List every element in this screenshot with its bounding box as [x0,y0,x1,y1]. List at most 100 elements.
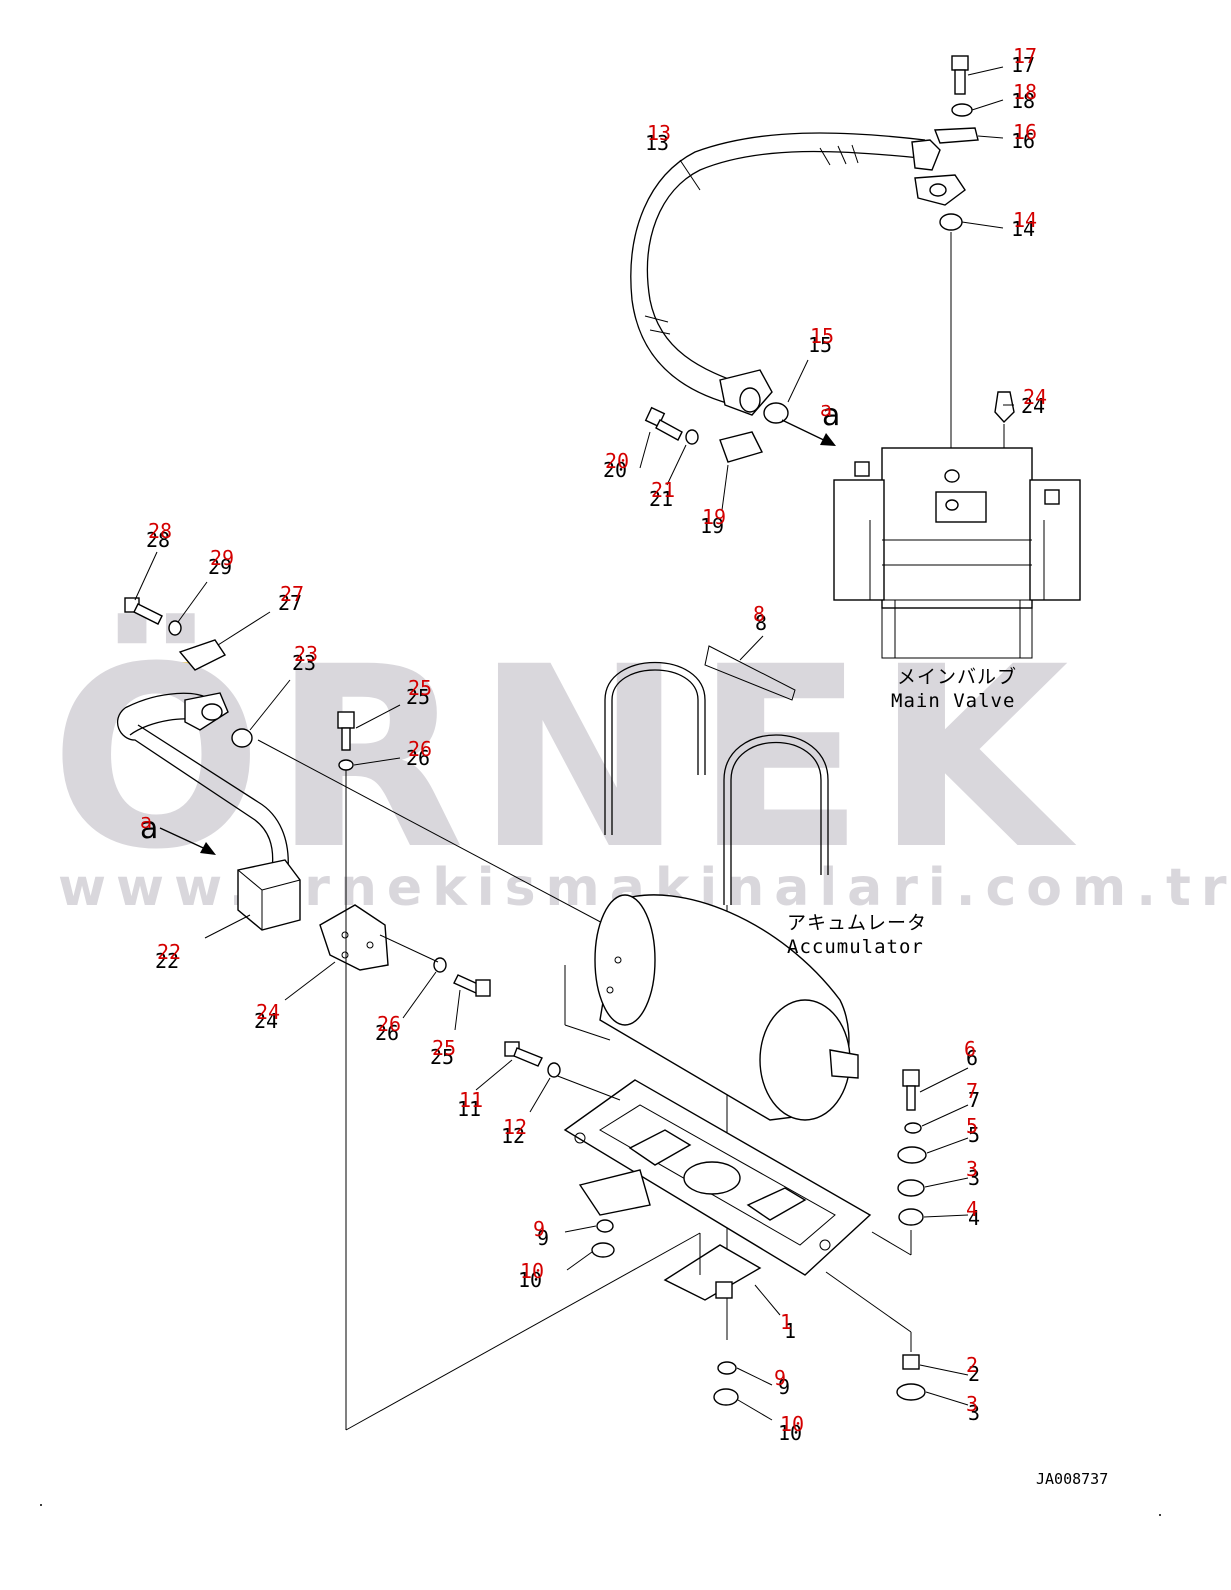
callout-22-overlay: 22 [157,940,181,964]
callout-10-bottom-overlay: 10 [780,1412,804,1436]
callout-19-overlay: 19 [702,505,726,529]
corner-mark-right [1159,1514,1161,1516]
bolt-17 [951,55,969,71]
callout-9-bottom-overlay: 9 [774,1366,786,1390]
nut-10-left [591,1242,615,1258]
callout-3-upper: 3 [968,1166,980,1190]
callout-13-overlay: 13 [647,121,671,145]
plug-24-upper [994,391,1015,424]
callout-9-left-overlay: 9 [533,1217,545,1241]
washer-3-lower [896,1383,926,1401]
callout-5: 5 [968,1123,980,1147]
base-bracket-1 [554,965,872,1301]
callout-26-upper: 26 [406,746,430,770]
callout-24-lower: 24 [254,1009,278,1033]
washer-26-upper [338,759,354,771]
callout-12: 12 [501,1124,525,1148]
callout-14-overlay: 14 [1013,208,1037,232]
callout-8-overlay: 8 [753,602,765,626]
callout-26-lower-overlay: 26 [377,1012,401,1036]
nut-4 [898,1208,924,1226]
accumulator: アキュムレータ Accumulator [594,894,927,1121]
callout-3-lower-overlay: 3 [966,1392,978,1416]
callout-7-overlay: 7 [966,1079,978,1103]
watermark-brand: ÖRNEK [50,613,1079,904]
collar-2 [902,1354,920,1370]
callout-27-overlay: 27 [280,582,304,606]
callout-7: 7 [968,1088,980,1112]
callout-4-overlay: 4 [966,1197,978,1221]
callout-28-overlay: 28 [148,519,172,543]
callout-23: 23 [292,651,316,675]
callout-11-overlay: 11 [459,1088,483,1112]
bolt-25-upper [337,711,355,729]
watermark-accent-right [158,662,190,676]
callout-25-lower: 25 [430,1045,454,1069]
callout-28: 28 [146,528,170,552]
callout-24-upper: 24 [1021,394,1045,418]
callout-16-overlay: 16 [1013,120,1037,144]
washer-26-lower [433,957,447,973]
o-ring-23 [231,728,253,748]
callout-26-upper-overlay: 26 [408,737,432,761]
caption-main-valve-jp: メインバルブ [897,665,1017,688]
clamp-19 [719,431,764,463]
callout-18-overlay: 18 [1013,80,1037,104]
callout-10-left-overlay: 10 [520,1259,544,1283]
washer-21 [685,429,699,445]
leader-lines [134,66,1014,1421]
caption-main-valve-en: Main Valve [891,690,1015,712]
callout-3-lower: 3 [968,1401,980,1425]
document-id: JA008737 [1036,1470,1108,1488]
callout-13: 13 [645,131,669,155]
callout-24-upper-overlay: 24 [1023,385,1047,409]
callout-1-overlay: 1 [780,1310,792,1334]
callout-10-bottom: 10 [778,1421,802,1445]
corner-mark-left [40,1504,42,1506]
washer-9-bottom [717,1361,737,1375]
callouts: 17 17 18 18 16 16 13 13 14 14 15 15 24 2… [146,44,1047,1445]
callout-9-left: 9 [537,1226,549,1250]
watermark-accent-left [108,662,160,676]
callout-21-overlay: 21 [651,478,675,502]
callout-15-overlay: 15 [810,324,834,348]
callout-17-overlay: 17 [1013,44,1037,68]
o-ring-15 [763,402,789,424]
washer-12 [547,1062,561,1078]
bracket-24 [319,904,389,971]
callout-27: 27 [278,591,302,615]
callout-25-upper-overlay: 25 [408,676,432,700]
callout-14: 14 [1011,217,1035,241]
bolt-6 [902,1069,920,1087]
arrow-letter-a-lower-overlay: a [140,809,152,833]
washer-18 [951,103,973,117]
callout-16: 16 [1011,129,1035,153]
callout-6-overlay: 6 [964,1037,976,1061]
caption-accumulator-jp: アキュムレータ [787,912,927,934]
callout-29: 29 [208,555,232,579]
callout-3-upper-overlay: 3 [966,1157,978,1181]
washer-7 [904,1122,922,1134]
callout-22: 22 [155,949,179,973]
washer-5 [897,1146,927,1164]
o-ring-14 [939,213,963,231]
callout-8: 8 [755,611,767,635]
callout-4: 4 [968,1206,980,1230]
bolt-25-lower [475,979,491,997]
left-hose-assembly [116,597,301,931]
arrow-letter-a-lower: a [140,811,158,846]
hose-13 [630,132,966,416]
callout-25-upper: 25 [406,685,430,709]
washer-3-upper [897,1179,925,1197]
callout-19: 19 [700,514,724,538]
callout-5-overlay: 5 [966,1114,978,1138]
callout-1: 1 [784,1319,796,1343]
callout-26-lower: 26 [375,1021,399,1045]
nut-10-bottom [713,1388,739,1406]
callout-15: 15 [808,333,832,357]
callout-10-left: 10 [518,1268,542,1292]
callout-21: 21 [649,487,673,511]
callout-2-overlay: 2 [966,1353,978,1377]
main-valve: メインバルブ Main Valve [833,447,1081,712]
callout-12-overlay: 12 [503,1115,527,1139]
